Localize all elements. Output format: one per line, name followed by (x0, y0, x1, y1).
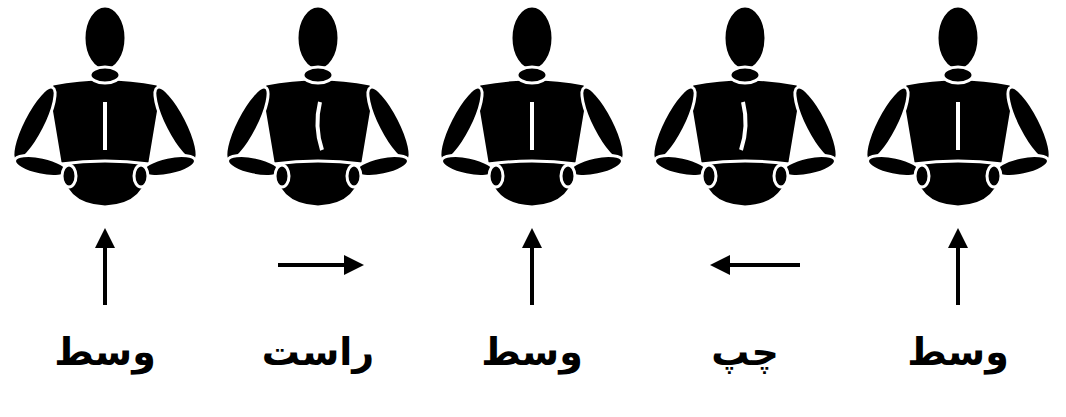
direction-label: راست (234, 330, 402, 376)
direction-label: وسط (874, 330, 1042, 376)
torso-figure (859, 6, 1058, 207)
direction-arrow (956, 232, 960, 305)
torso-figure (219, 6, 418, 207)
torso-figure (433, 6, 632, 207)
direction-label: وسط (21, 330, 189, 376)
direction-arrow (103, 232, 107, 305)
direction-label: چپ (661, 330, 829, 376)
direction-arrow (530, 232, 534, 305)
direction-label: وسط (448, 330, 616, 376)
torso-figure (6, 6, 205, 207)
torso-figure (646, 6, 845, 207)
direction-arrow (714, 263, 800, 267)
direction-arrow (278, 263, 360, 267)
